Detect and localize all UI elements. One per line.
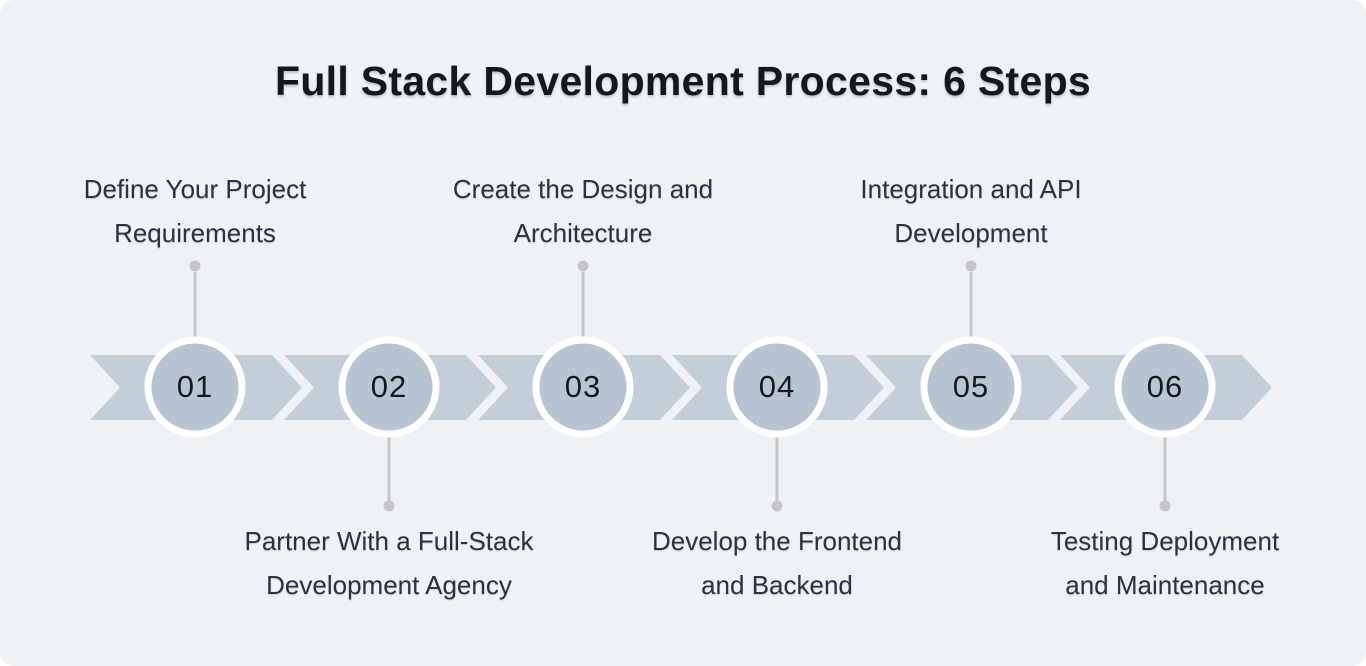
connector-dot [383, 500, 395, 512]
connector-dot [189, 260, 201, 272]
step-circle [532, 336, 634, 438]
connector-dot [577, 260, 589, 272]
step-label-line: Define Your Project [83, 174, 307, 204]
step-circle [1114, 336, 1216, 438]
step-circle [338, 336, 440, 438]
step-circle [726, 336, 828, 438]
step-label-line: Testing Deployment [1050, 526, 1280, 556]
step-number: 04 [758, 369, 796, 404]
step-label-line: Development [894, 218, 1048, 248]
step-label-line: Requirements [114, 218, 276, 248]
step-label-line: and Maintenance [1065, 570, 1265, 600]
connector-dot [771, 500, 783, 512]
step-label: Develop the Frontend and Backend [567, 519, 987, 607]
step-label-line: Architecture [513, 218, 653, 248]
step-number: 01 [176, 369, 214, 404]
step-label-line: Partner With a Full-Stack [244, 526, 534, 556]
step-circle [144, 336, 246, 438]
step-number: 02 [370, 369, 408, 404]
step-label-line: Create the Design and [452, 174, 714, 204]
step-number: 03 [564, 369, 602, 404]
step-label-line: Development Agency [266, 570, 512, 600]
step-circle [920, 336, 1022, 438]
step-label: Integration and API Development [761, 167, 1181, 255]
connector-dot [1159, 500, 1171, 512]
step-label-line: Develop the Frontend [651, 526, 903, 556]
connector-dot [965, 260, 977, 272]
step-label-line: Integration and API [860, 174, 1082, 204]
step-number: 06 [1146, 369, 1184, 404]
page-title: Full Stack Development Process: 6 Steps [274, 58, 1092, 104]
step-number: 05 [952, 369, 990, 404]
step-label: Testing Deployment and Maintenance [955, 519, 1366, 607]
step-label-line: and Backend [701, 570, 853, 600]
